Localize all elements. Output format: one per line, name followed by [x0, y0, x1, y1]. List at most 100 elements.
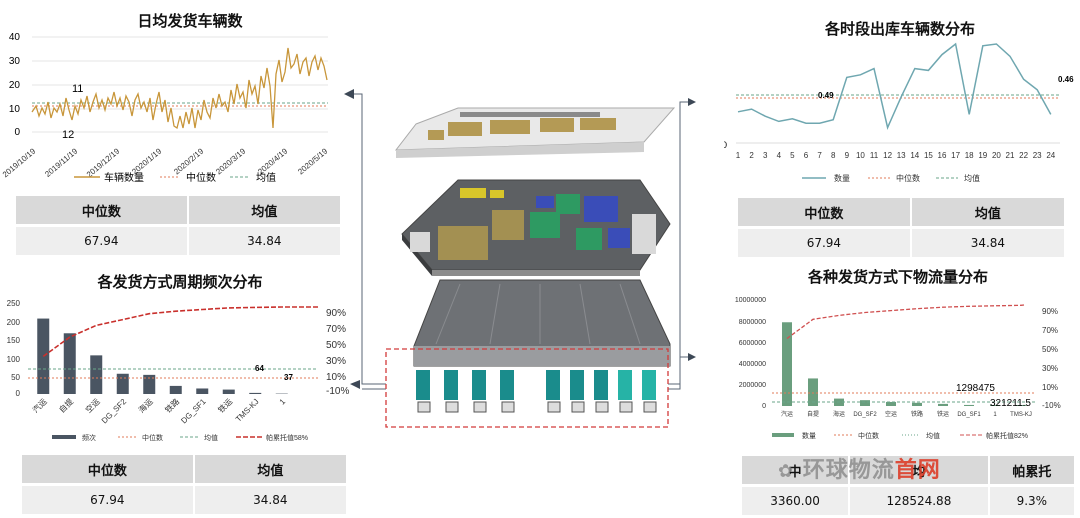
volume-xtick: 汽运 [781, 410, 793, 418]
volume-xtick: DG_SF1 [957, 412, 981, 418]
hourly-xtick: 3 [763, 151, 768, 160]
connector-arrows [354, 93, 690, 390]
stat-value: 67.94 [16, 227, 187, 255]
daily-median-annotation: 11 [72, 83, 83, 95]
volume-xtick: TMS-KJ [1010, 412, 1032, 418]
hourly-xtick: 21 [1006, 151, 1015, 160]
hourly-chart-title: 各时段出库车辆数分布 [824, 20, 975, 38]
volume-xtick: 1 [993, 412, 997, 418]
freq-bar [116, 373, 129, 394]
freq-xtick: 自提 [57, 396, 75, 414]
warehouse-bottom-floor [413, 279, 671, 367]
freq-xtick: 1 [278, 397, 288, 407]
daily-xtick: 2020/5/19 [296, 146, 329, 176]
volume-legend: 数量 中位数 均值 帕累托值82% [772, 431, 1028, 440]
volume-ytick-right: 90% [1042, 307, 1058, 316]
freq-xtick: DG_SF1 [179, 397, 208, 426]
daily-legend: 车辆数量 中位数 均值 [74, 171, 276, 184]
daily-xtick: 2020/1/19 [130, 146, 163, 176]
freq-ytick: 100 [7, 355, 21, 364]
hourly-xtick: 24 [1046, 151, 1055, 160]
stat-header: 均值 [911, 198, 1064, 226]
volume-xtick: 铁运 [937, 410, 949, 418]
freq-legend-label: 频次 [82, 433, 96, 442]
hourly-xtick: 11 [870, 151, 879, 160]
freq-ytick: 200 [7, 318, 21, 327]
freq-xtick: 海运 [136, 396, 154, 414]
volume-bar [782, 322, 792, 406]
volume-pareto-line [786, 304, 1027, 340]
freq-bar [196, 388, 209, 394]
freq-legend-label: 中位数 [142, 433, 163, 442]
arrow-head-icon [688, 98, 696, 106]
stat-value: 34.84 [194, 486, 346, 514]
hourly-xtick: 14 [910, 151, 919, 160]
stat-header: 帕累托 [989, 456, 1074, 484]
daily-mean-annotation: 12 [62, 129, 74, 141]
hourly-xtick: 16 [938, 151, 947, 160]
volume-bar [860, 400, 870, 406]
hourly-xtick: 9 [845, 151, 850, 160]
freq-bar [63, 333, 76, 394]
volume-bar [886, 401, 896, 406]
volume-ytick: 8000000 [739, 319, 766, 326]
daily-xtick: 2019/11/19 [43, 146, 79, 179]
daily-ytick: 40 [9, 32, 21, 43]
freq-xtick: 汽运 [30, 396, 48, 414]
watermark-text: 环球物流 [802, 458, 895, 483]
hourly-xtick: 4 [777, 151, 782, 160]
freq-mean-annotation: 37 [284, 373, 293, 382]
daily-y-ticks: 40 30 20 10 0 [9, 32, 21, 138]
volume-ytick: 10000000 [735, 297, 766, 304]
hourly-xtick: 19 [978, 151, 987, 160]
hourly-legend-label: 数量 [834, 173, 850, 183]
volume-bar [938, 403, 948, 406]
volume-median-annotation: 1298475 [956, 383, 995, 394]
freq-ytick: 150 [7, 336, 21, 345]
freq-legend: 频次 中位数 均值 帕累托值58% [52, 433, 308, 442]
truck-icon [416, 370, 657, 413]
daily-chart-title: 日均发货车辆数 [137, 12, 243, 30]
volume-legend-label: 均值 [926, 431, 940, 440]
stat-header: 中 [742, 456, 849, 484]
stat-value: 9.3% [989, 487, 1074, 515]
hourly-xtick: 20 [992, 151, 1001, 160]
warehouse-3d-illustration [344, 89, 696, 428]
volume-legend-label: 中位数 [858, 431, 879, 440]
stat-value: 3360.00 [742, 487, 849, 515]
arrow-head-icon [350, 380, 360, 389]
loading-dock-frame [385, 348, 669, 428]
daily-xtick: 2020/2/19 [172, 146, 205, 176]
freq-legend-label: 帕累托值58% [266, 433, 308, 442]
freq-xtick: 铁路 [163, 396, 181, 414]
stat-header: 均值 [188, 196, 340, 224]
stat-value: 67.94 [22, 486, 193, 514]
freq-pareto-chart: 250 200 150 100 50 0 90% 70% 50% 30% 10%… [7, 299, 350, 442]
volume-mean-annotation: 321211.5 [990, 398, 1031, 409]
hourly-xtick: 12 [883, 151, 892, 160]
stat-header: 均 [850, 456, 988, 484]
volume-bar [808, 378, 818, 406]
freq-median-annotation: 64 [255, 364, 264, 373]
hourly-xtick: 23 [1033, 151, 1042, 160]
daily-line-chart: 40 30 20 10 0 11 12 2019/10/19 2019/11/1… [1, 32, 330, 184]
volume-chart-title: 各种发货方式下物流量分布 [807, 268, 988, 286]
hourly-xtick: 8 [831, 151, 836, 160]
daily-ytick: 20 [9, 80, 21, 91]
freq-bar [90, 355, 103, 394]
freq-legend-label: 均值 [204, 433, 218, 442]
arrow-head-icon [688, 353, 696, 361]
daily-legend-label: 均值 [256, 171, 276, 184]
stat-value: 34.84 [911, 229, 1064, 257]
freq-ytick-right: 10% [326, 372, 346, 383]
freq-xtick: DG_SF2 [100, 397, 129, 426]
volume-ytick-right: 10% [1042, 383, 1058, 392]
hourly-count-series [737, 42, 1052, 130]
hourly-last-annotation: 0.46 [1058, 75, 1074, 84]
hourly-legend-label: 中位数 [896, 173, 920, 183]
volume-xtick: DG_SF2 [853, 412, 877, 418]
stat-value: 128524.88 [850, 487, 988, 515]
stat-value: 67.94 [738, 229, 910, 257]
